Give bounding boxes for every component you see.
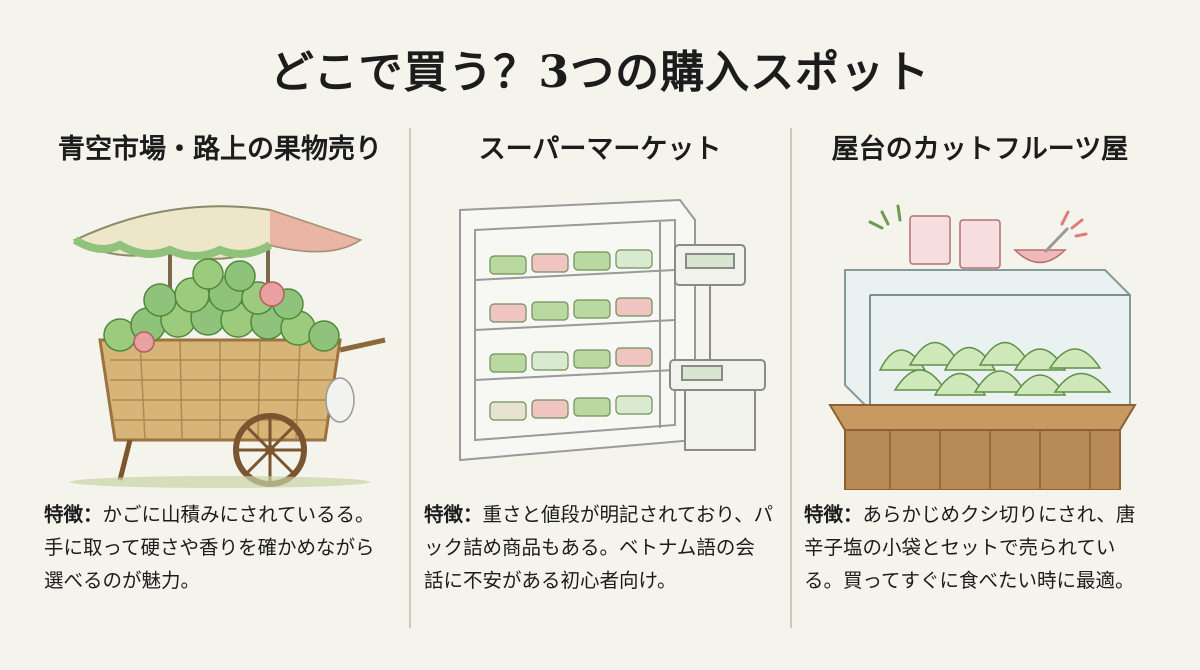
spot-cutfruit-column: 屋台のカットフルーツ屋	[800, 130, 1160, 592]
spot-description: 特徴：あらかじめクシ切りにされ、唐辛子塩の小袋とセットで売られている。買ってすぐ…	[804, 498, 1154, 597]
feature-label: 特徴：	[804, 503, 863, 526]
spot-heading: 青空市場・路上の果物売り	[58, 134, 382, 165]
column-divider	[790, 128, 792, 628]
spot-description: 特徴：重さと値段が明記されており、パック詰め商品もある。ベトナム語の会話に不安が…	[424, 498, 774, 597]
fruit-cart-illustration	[70, 205, 386, 488]
feature-text: かごに山積みにされているる。手に取って硬さや香りを確かめながら選べるのが魅力。	[44, 503, 375, 592]
spot-market-column: 青空市場・路上の果物売り	[40, 130, 400, 592]
spot-heading: 屋台のカットフルーツ屋	[831, 134, 1129, 165]
spot-description: 特徴：かごに山積みにされているる。手に取って硬さや香りを確かめながら選べるのが魅…	[44, 498, 394, 597]
column-divider	[409, 128, 411, 628]
page-title: どこで買う？3つの購入スポット	[269, 47, 931, 98]
spot-heading: スーパーマーケット	[478, 134, 722, 165]
feature-text: 重さと値段が明記されており、パック詰め商品もある。ベトナム語の会話に不安がある初…	[424, 503, 774, 592]
feature-text: あらかじめクシ切りにされ、唐辛子塩の小袋とセットで売られている。買ってすぐに食べ…	[804, 503, 1136, 592]
cut-fruit-stall-illustration	[828, 204, 1137, 490]
feature-label: 特徴：	[44, 503, 103, 526]
supermarket-shelf-illustration	[459, 198, 766, 462]
spot-supermarket-column: スーパーマーケット	[420, 130, 780, 592]
feature-label: 特徴：	[424, 503, 483, 526]
